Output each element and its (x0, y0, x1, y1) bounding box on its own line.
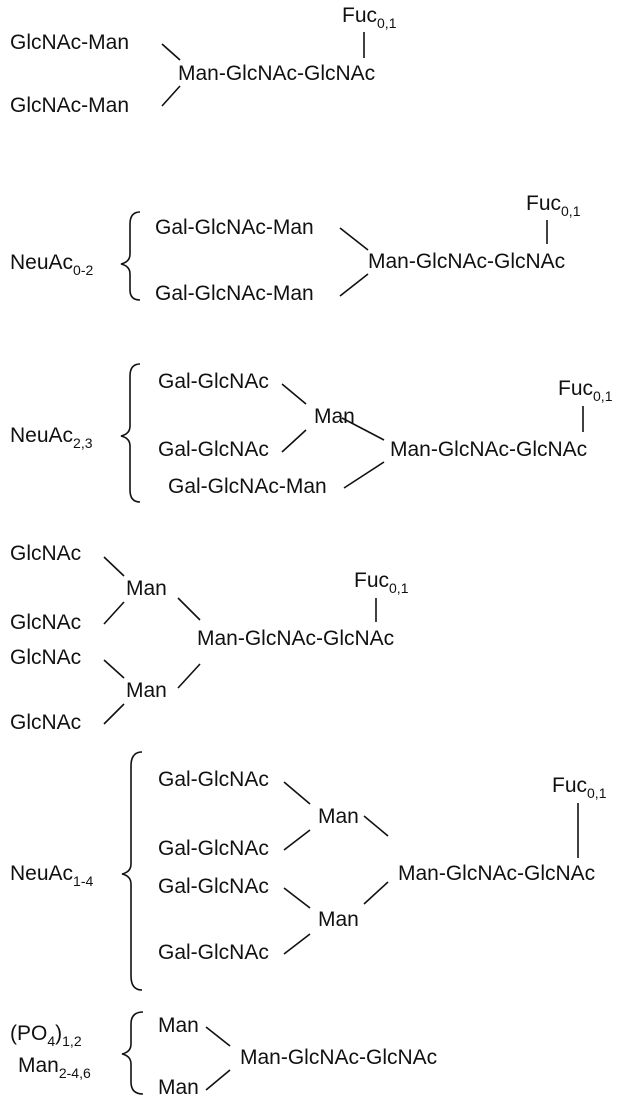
antenna-label: GlcNAc-Man (10, 31, 129, 54)
antenna-label: Gal-GlcNAc-Man (155, 216, 314, 239)
linkage-line (363, 815, 389, 837)
sialic-acid-label: NeuAc0-2 (10, 251, 93, 278)
antenna-label: GlcNAc (10, 711, 81, 734)
left-brace (121, 751, 143, 991)
linkage-line (177, 663, 201, 689)
fucose-label: Fuc0,1 (552, 774, 607, 801)
phosphate-label: (PO4)1,2 (10, 1022, 82, 1049)
branch-mannose-label: Man (314, 405, 355, 428)
branch-mannose-label: Man (318, 908, 359, 931)
antenna-label: Gal-GlcNAc (158, 768, 269, 791)
antenna-label: Gal-GlcNAc (158, 941, 269, 964)
linkage-line (339, 227, 369, 251)
glycan-structure-4: GlcNAc GlcNAc GlcNAc GlcNAc Man Man Man-… (10, 542, 409, 734)
linkage-line (283, 933, 311, 955)
antenna-label: Gal-GlcNAc-Man (155, 282, 314, 305)
linkage-line (363, 881, 389, 905)
antenna-label: Gal-GlcNAc (158, 837, 269, 860)
branch-mannose-label: Man (318, 805, 359, 828)
linkage-line (343, 461, 385, 489)
linkage-line (103, 703, 125, 725)
glycan-structure-5: NeuAc1-4 Gal-GlcNAc Gal-GlcNAc Gal-GlcNA… (10, 751, 607, 991)
core-label: Man-GlcNAc-GlcNAc (390, 438, 587, 461)
branch-mannose-label: Man (126, 577, 167, 600)
antenna-label: Gal-GlcNAc (158, 438, 269, 461)
antenna-label: Gal-GlcNAc (158, 370, 269, 393)
sialic-acid-label: NeuAc1-4 (10, 862, 93, 889)
antenna-label: Man (158, 1014, 199, 1037)
linkage-line (103, 659, 125, 679)
linkage-line (281, 383, 307, 405)
antenna-label: GlcNAc (10, 542, 81, 565)
linkage-line (283, 887, 311, 909)
core-label: Man-GlcNAc-GlcNAc (240, 1046, 437, 1069)
glycan-structure-3: NeuAc2,3 Gal-GlcNAc Gal-GlcNAc Gal-GlcNA… (10, 363, 613, 503)
antenna-label: Gal-GlcNAc-Man (168, 475, 327, 498)
linkage-line (283, 829, 311, 851)
glycan-structure-2: NeuAc0-2 Gal-GlcNAc-Man Gal-GlcNAc-Man M… (10, 192, 581, 305)
linkage-line (161, 85, 181, 107)
core-label: Man-GlcNAc-GlcNAc (368, 250, 565, 273)
linkage-line (205, 1069, 231, 1091)
core-label: Man-GlcNAc-GlcNAc (197, 627, 394, 650)
sialic-acid-label: NeuAc2,3 (10, 424, 93, 451)
glycan-structure-1: GlcNAc-Man GlcNAc-Man Man-GlcNAc-GlcNAc … (10, 4, 397, 117)
core-label: Man-GlcNAc-GlcNAc (398, 862, 595, 885)
core-label: Man-GlcNAc-GlcNAc (178, 62, 375, 85)
linkage-line (205, 1026, 231, 1047)
fucose-label: Fuc0,1 (354, 569, 409, 596)
linkage-line (339, 273, 369, 297)
antenna-label: Gal-GlcNAc (158, 875, 269, 898)
mannose-count-label: Man2-4,6 (18, 1054, 91, 1081)
linkage-line (341, 417, 385, 441)
linkage-line (283, 781, 311, 805)
fucose-label: Fuc0,1 (526, 192, 581, 219)
linkage-line (281, 429, 307, 453)
fucose-label: Fuc0,1 (342, 4, 397, 31)
antenna-label: GlcNAc (10, 611, 81, 634)
glycan-structure-6: (PO4)1,2 Man2-4,6 Man Man Man-GlcNAc-Glc… (10, 1011, 437, 1099)
antenna-label: GlcNAc (10, 646, 81, 669)
left-brace (121, 1011, 144, 1095)
linkage-line (177, 597, 201, 621)
linkage-line (103, 556, 125, 577)
left-brace (120, 211, 141, 301)
linkage-line (161, 43, 181, 61)
antenna-label: GlcNAc-Man (10, 94, 129, 117)
fucose-label: Fuc0,1 (558, 377, 613, 404)
linkage-line (103, 601, 125, 625)
antenna-label: Man (158, 1076, 199, 1099)
left-brace (120, 363, 141, 503)
branch-mannose-label: Man (126, 679, 167, 702)
